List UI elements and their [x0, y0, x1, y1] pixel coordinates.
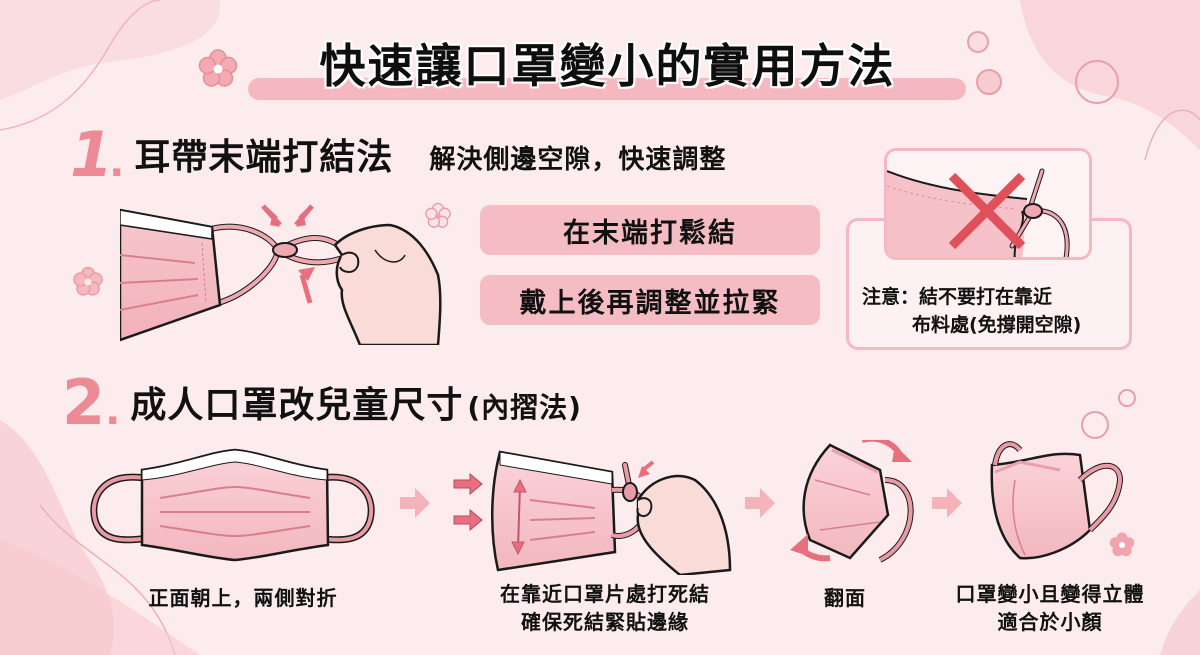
- section-2-number: 2: [62, 366, 106, 439]
- 3d-mask-icon: [990, 441, 1124, 560]
- arrow-right-icon: [400, 488, 430, 518]
- section-1-number: 1: [70, 118, 114, 191]
- arrow-right-icon: [932, 488, 962, 518]
- wrong-x-icon: [948, 172, 1026, 250]
- step-pill-adjust-tighten: 戴上後再調整並拉緊: [480, 275, 820, 325]
- step-caption-flip: 翻面: [800, 584, 890, 612]
- section-2-title-suffix: (內摺法): [467, 391, 582, 424]
- step-pill-label: 戴上後再調整並拉緊: [519, 287, 781, 319]
- caution-text: 注意：結不要打在靠近 布料處(免撐開空隙): [862, 283, 1122, 339]
- caption-line-2: 確保死結緊貼邊緣: [521, 610, 689, 634]
- flat-mask-icon: [90, 448, 375, 562]
- fold-steps-illustration: [90, 440, 1124, 575]
- step-caption-result: 口罩變小且變得立體 適合於小顏: [920, 580, 1180, 636]
- section-2-dot: .: [105, 388, 121, 434]
- step-caption-fold-sides: 正面朝上，兩側對折: [118, 584, 368, 612]
- page-title: 快速讓口罩變小的實用方法: [319, 39, 896, 93]
- caution-line-1: 注意：結不要打在靠近: [862, 286, 1053, 308]
- arrow-right-icon: [745, 488, 775, 518]
- folded-knot-mask-icon: [453, 450, 732, 575]
- caption-line-2: 適合於小顏: [997, 610, 1103, 634]
- section-1-title: 耳帶末端打結法: [134, 137, 394, 178]
- section-1-dot: .: [109, 140, 125, 186]
- section-1-subtitle: 解決側邊空隙，快速調整: [429, 145, 727, 175]
- caption-line-1: 口罩變小且變得立體: [955, 582, 1145, 606]
- caption-line-1: 正面朝上，兩側對折: [148, 586, 338, 610]
- step-pill-loose-knot: 在末端打鬆結: [480, 205, 820, 255]
- caution-line-2: 布料處(免撐開空隙): [912, 314, 1082, 336]
- section-2-header: 2 . 成人口罩改兒童尺寸 (內摺法): [62, 366, 582, 439]
- flip-mask-icon: [790, 440, 914, 563]
- flower-icon: [198, 49, 238, 87]
- flower-icon: [425, 202, 451, 228]
- title-underline: [248, 78, 966, 100]
- title-banner: 快速讓口罩變小的實用方法: [200, 24, 1000, 104]
- flower-icon: [1109, 532, 1135, 557]
- caption-line-1: 在靠近口罩片處打死結: [500, 582, 710, 606]
- section-2-title: 成人口罩改兒童尺寸: [130, 385, 464, 426]
- caution-illustration: [884, 148, 1092, 260]
- flower-icon: [73, 266, 103, 296]
- step-pill-label: 在末端打鬆結: [563, 217, 737, 249]
- caption-line-1: 翻面: [824, 586, 866, 610]
- section-1-header: 1 . 耳帶末端打結法 解決側邊空隙，快速調整: [70, 118, 727, 191]
- step-caption-tie-knot: 在靠近口罩片處打死結 確保死結緊貼邊緣: [470, 580, 740, 636]
- knot-ear-loop-illustration: [120, 204, 442, 345]
